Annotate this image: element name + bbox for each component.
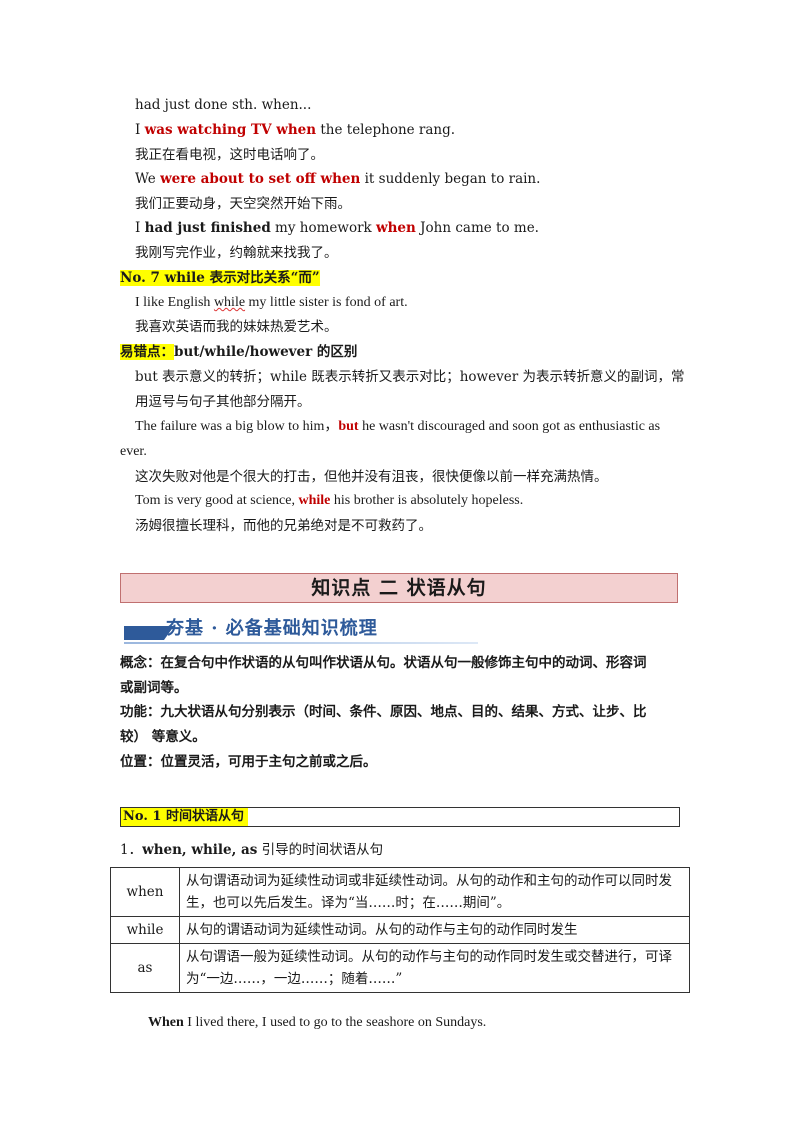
explanation-line: 用逗号与句子其他部分隔开。: [135, 394, 311, 410]
table-cell-desc: 从句谓语一般为延续性动词。从句的动作与主句的动作同时发生或交替进行，可译为“一边…: [179, 943, 690, 993]
text-line: had just done sth. when...: [135, 97, 312, 113]
subsection-title: No. 1 时间状语从句: [120, 807, 680, 827]
section-banner: 夯基 · 必备基础知识梳理: [124, 614, 478, 644]
example-sentence: Tom is very good at science, while his b…: [135, 493, 524, 508]
banner-arrow: [164, 626, 174, 640]
intro-line: 1．when, while, as 引导的时间状语从句: [120, 842, 384, 858]
concept-line: 或副词等。: [120, 680, 188, 696]
example-sentence: We were about to set off when it suddenl…: [135, 171, 541, 187]
spellcheck-word: while: [213, 295, 246, 310]
table-cell-term: as: [110, 943, 180, 993]
explanation-line: but 表示意义的转折；while 既表示转折又表示对比；however 为表示…: [135, 369, 685, 385]
translation-line: 我喜欢英语而我的妹妹热爱艺术。: [135, 319, 338, 335]
example-sentence: I was watching TV when the telephone ran…: [135, 122, 456, 138]
function-line: 较） 等意义。: [120, 729, 206, 745]
banner-title: 夯基 · 必备基础知识梳理: [166, 618, 378, 639]
position-line: 位置：位置灵活，可用于主句之前或之后。: [120, 754, 377, 770]
table-cell-desc: 从句的谓语动词为延续性动词。从句的动作与主句的动作同时发生: [179, 916, 690, 944]
table-row: while 从句的谓语动词为延续性动词。从句的动作与主句的动作同时发生: [110, 916, 690, 944]
translation-line: 我们正要动身，天空突然开始下雨。: [135, 196, 351, 212]
translation-line: 我正在看电视，这时电话响了。: [135, 147, 324, 163]
highlight-phrase: were about to set off when: [160, 171, 361, 187]
concept-line: 概念：在复合句中作状语的从句叫作状语从句。状语从句一般修饰主句中的动词、形容词: [120, 655, 647, 671]
error-point-heading: 易错点：but/while/however 的区别: [120, 344, 358, 360]
function-line: 功能：九大状语从句分别表示（时间、条件、原因、地点、目的、结果、方式、让步、比: [120, 704, 647, 720]
table-row: when 从句谓语动词为延续性动词或非延续性动词。从句的动作和主句的动作可以同时…: [110, 867, 690, 917]
point-heading: No. 7 while 表示对比关系“而”: [120, 270, 320, 286]
conjunction-table: when 从句谓语动词为延续性动词或非延续性动词。从句的动作和主句的动作可以同时…: [110, 867, 690, 993]
highlight-phrase: but: [338, 419, 359, 434]
table-cell-desc: 从句谓语动词为延续性动词或非延续性动词。从句的动作和主句的动作可以同时发生，也可…: [179, 867, 690, 917]
translation-line: 汤姆很擅长理科，而他的兄弟绝对是不可救药了。: [135, 518, 432, 534]
translation-line: 我刚写完作业，约翰就来找我了。: [135, 245, 338, 261]
bold-phrase: had just finished: [144, 220, 271, 236]
table-cell-term: while: [110, 916, 180, 944]
example-sentence-cont: ever.: [120, 444, 147, 459]
section-title: 知识点 二 状语从句: [120, 573, 678, 603]
table-cell-term: when: [110, 867, 180, 917]
example-sentence: I had just finished my homework when Joh…: [135, 220, 539, 236]
highlight-phrase: while: [298, 493, 331, 508]
highlight-phrase: was watching TV when: [144, 122, 317, 138]
banner-underline: [124, 642, 478, 644]
highlight-phrase: when: [376, 220, 416, 236]
table-row: as 从句谓语一般为延续性动词。从句的动作与主句的动作同时发生或交替进行，可译为…: [110, 943, 690, 993]
example-sentence: I like English while my little sister is…: [135, 295, 408, 310]
translation-line: 这次失败对他是个很大的打击，但他并没有沮丧，很快便像以前一样充满热情。: [135, 469, 608, 485]
banner-bar: [124, 626, 164, 640]
example-sentence: The failure was a big blow to him，but he…: [135, 419, 661, 434]
example-sentence: When I lived there, I used to go to the …: [148, 1015, 487, 1030]
